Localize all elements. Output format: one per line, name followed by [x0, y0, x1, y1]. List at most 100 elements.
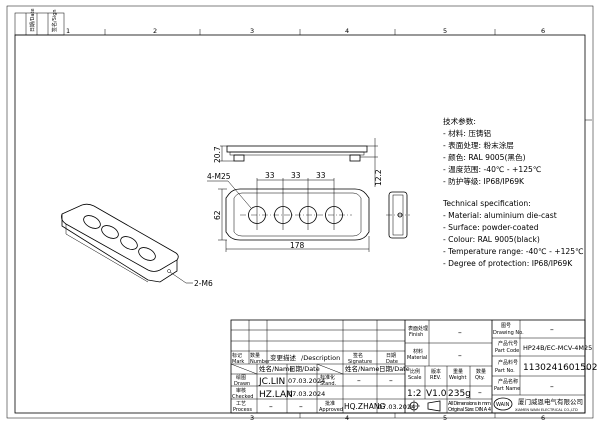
rev-cn: 版本: [431, 368, 441, 375]
checked-name: HZ.LAN: [259, 390, 293, 400]
side-view: 20.7 12.2: [213, 138, 383, 187]
checked-date: 07.03.2024: [288, 390, 325, 398]
zone-6: 6: [541, 27, 545, 35]
spec-en-line: - Material: aluminium die-cast: [443, 211, 557, 220]
dims-note: All Dimensions in mm: [448, 401, 491, 407]
revision-strip: 日期/Date 签名/Sign: [14, 8, 65, 36]
weight-cn: 重量: [453, 368, 463, 375]
date-label: Date: [386, 359, 398, 365]
mark-label: Mark: [232, 359, 244, 365]
part-code-value: HP24B/EC-MCV-4M25: [523, 344, 592, 352]
drawing-no-label: Drawing No.: [493, 330, 524, 336]
dim-length: 178: [290, 241, 305, 250]
mounting-callout: 2-M6: [194, 279, 213, 288]
name-header-2: 姓名/Name: [345, 364, 379, 373]
material-cn: 材料: [413, 348, 423, 355]
zone-markers-top: 1 2 3 4 5 6: [66, 27, 545, 35]
part-no-label: Part No.: [495, 368, 515, 374]
signature-label: Signature: [348, 359, 372, 365]
rev-label: REV.: [430, 375, 441, 381]
company-logo: WAIN: [493, 397, 513, 411]
scale-cn: 比例: [410, 368, 420, 375]
number-cn: 数量: [250, 352, 260, 359]
spec-en-line: - Surface: powder-coated: [443, 223, 539, 232]
signature-cn: 签名: [353, 352, 363, 359]
stand-label: Stand.: [320, 381, 337, 387]
stand-name: –: [357, 376, 361, 385]
finish-value: –: [458, 328, 462, 337]
part-code-label: Part Code: [495, 348, 519, 354]
part-name-label: Part Name: [494, 386, 520, 392]
iso-hole-4: [138, 247, 156, 261]
weight-value: 235g: [448, 389, 471, 399]
number-label: Number: [250, 359, 271, 365]
dim-pitch-2: 33: [291, 171, 301, 180]
date-cn: 日期: [386, 353, 396, 359]
checked-cn: 审核: [236, 387, 246, 394]
approved-cn: 批准: [325, 400, 335, 407]
strip-date-label: 日期/Date: [30, 8, 36, 32]
approved-name: HQ.ZHANG: [344, 402, 385, 411]
part-no-cn: 产品料号: [498, 359, 518, 366]
dim-thread-height: 12.2: [374, 169, 383, 186]
iso-hole-1: [83, 215, 101, 229]
stand-cn: 标准化: [320, 374, 335, 381]
spec-cn-title: 技术参数:: [443, 116, 476, 126]
drawn-cn: 绘图: [236, 374, 246, 381]
iso-hole-3: [120, 236, 138, 250]
finish-label: Finish: [409, 332, 423, 338]
zone-1: 1: [66, 27, 70, 35]
scale-value: 1:2: [407, 389, 421, 399]
qty-cn: 数量: [476, 368, 486, 375]
zone-markers-bottom: 3 4 5 6: [250, 413, 545, 422]
spec-en: Technical specification: - Material: alu…: [442, 199, 584, 268]
projection-symbol-icon: [408, 400, 441, 412]
approved-label: Approved: [319, 407, 343, 413]
material-label: Material: [407, 355, 427, 361]
description-cn: 变更描述: [270, 353, 297, 362]
spec-cn-line: - 温度范围: -40℃ - +125℃: [443, 164, 541, 174]
dim-pitch-3: 33: [316, 171, 326, 180]
size-note: Original Size: DIN A 4: [448, 407, 491, 413]
spec-cn-line: - 防护等级: IP68/IP69K: [443, 176, 525, 186]
checked-label: Checked: [232, 394, 253, 400]
name-header: 姓名/Name: [259, 364, 293, 373]
process-name: –: [269, 402, 273, 411]
zone-4: 4: [345, 27, 349, 35]
front-view: 33 33 33 4-M25 62 178: [207, 171, 370, 252]
right-view: [386, 191, 410, 239]
date-header: 日期/Date: [289, 365, 320, 373]
description-label: /Description: [301, 354, 340, 362]
process-date: –: [299, 402, 303, 411]
spec-en-title: Technical specification:: [442, 199, 531, 208]
part-name-value: –: [550, 382, 554, 391]
spec-en-line: - Degree of protection: IP68/IP69K: [443, 259, 573, 268]
zone-5: 5: [443, 27, 447, 35]
dim-pitch-1: 33: [265, 171, 275, 180]
date-header-2: 日期/Date: [379, 365, 410, 373]
finish-cn: 表面处理: [408, 325, 428, 332]
spec-cn-line: - 表面处理: 粉末涂层: [443, 140, 514, 150]
zone-3-bottom: 3: [250, 414, 254, 422]
drawn-name: JC.LIN: [258, 377, 285, 387]
company-name-en: XIAMEN WAIN ELECTRICAL CO.,LTD: [515, 408, 578, 412]
process-cn: 工艺: [236, 401, 246, 407]
drawn-date: 07.03.2024: [288, 377, 325, 385]
zone-3: 3: [250, 27, 254, 35]
qty-label: Qty.: [475, 375, 485, 381]
part-no-value: 1130241601502: [523, 363, 597, 373]
mark-cn: 标记: [232, 352, 242, 359]
zone-2: 2: [153, 27, 157, 35]
spec-cn-line: - 材料: 压铸铝: [443, 128, 491, 138]
drawing-no-value: –: [550, 325, 554, 334]
spec-en-line: - Temperature range: -40℃ - +125℃: [443, 247, 584, 256]
drawing-no-cn: 图号: [501, 323, 511, 329]
holes-callout: 4-M25: [207, 172, 231, 181]
title-block: 标记 Mark 数量 Number 变更描述 /Description 签名 S…: [230, 319, 597, 414]
stand-date: –: [389, 376, 393, 385]
dim-width: 62: [213, 210, 222, 220]
iso-hole-2: [101, 225, 119, 239]
rev-value: V1.0: [426, 389, 447, 399]
part-name-cn: 产品名称: [498, 378, 518, 385]
